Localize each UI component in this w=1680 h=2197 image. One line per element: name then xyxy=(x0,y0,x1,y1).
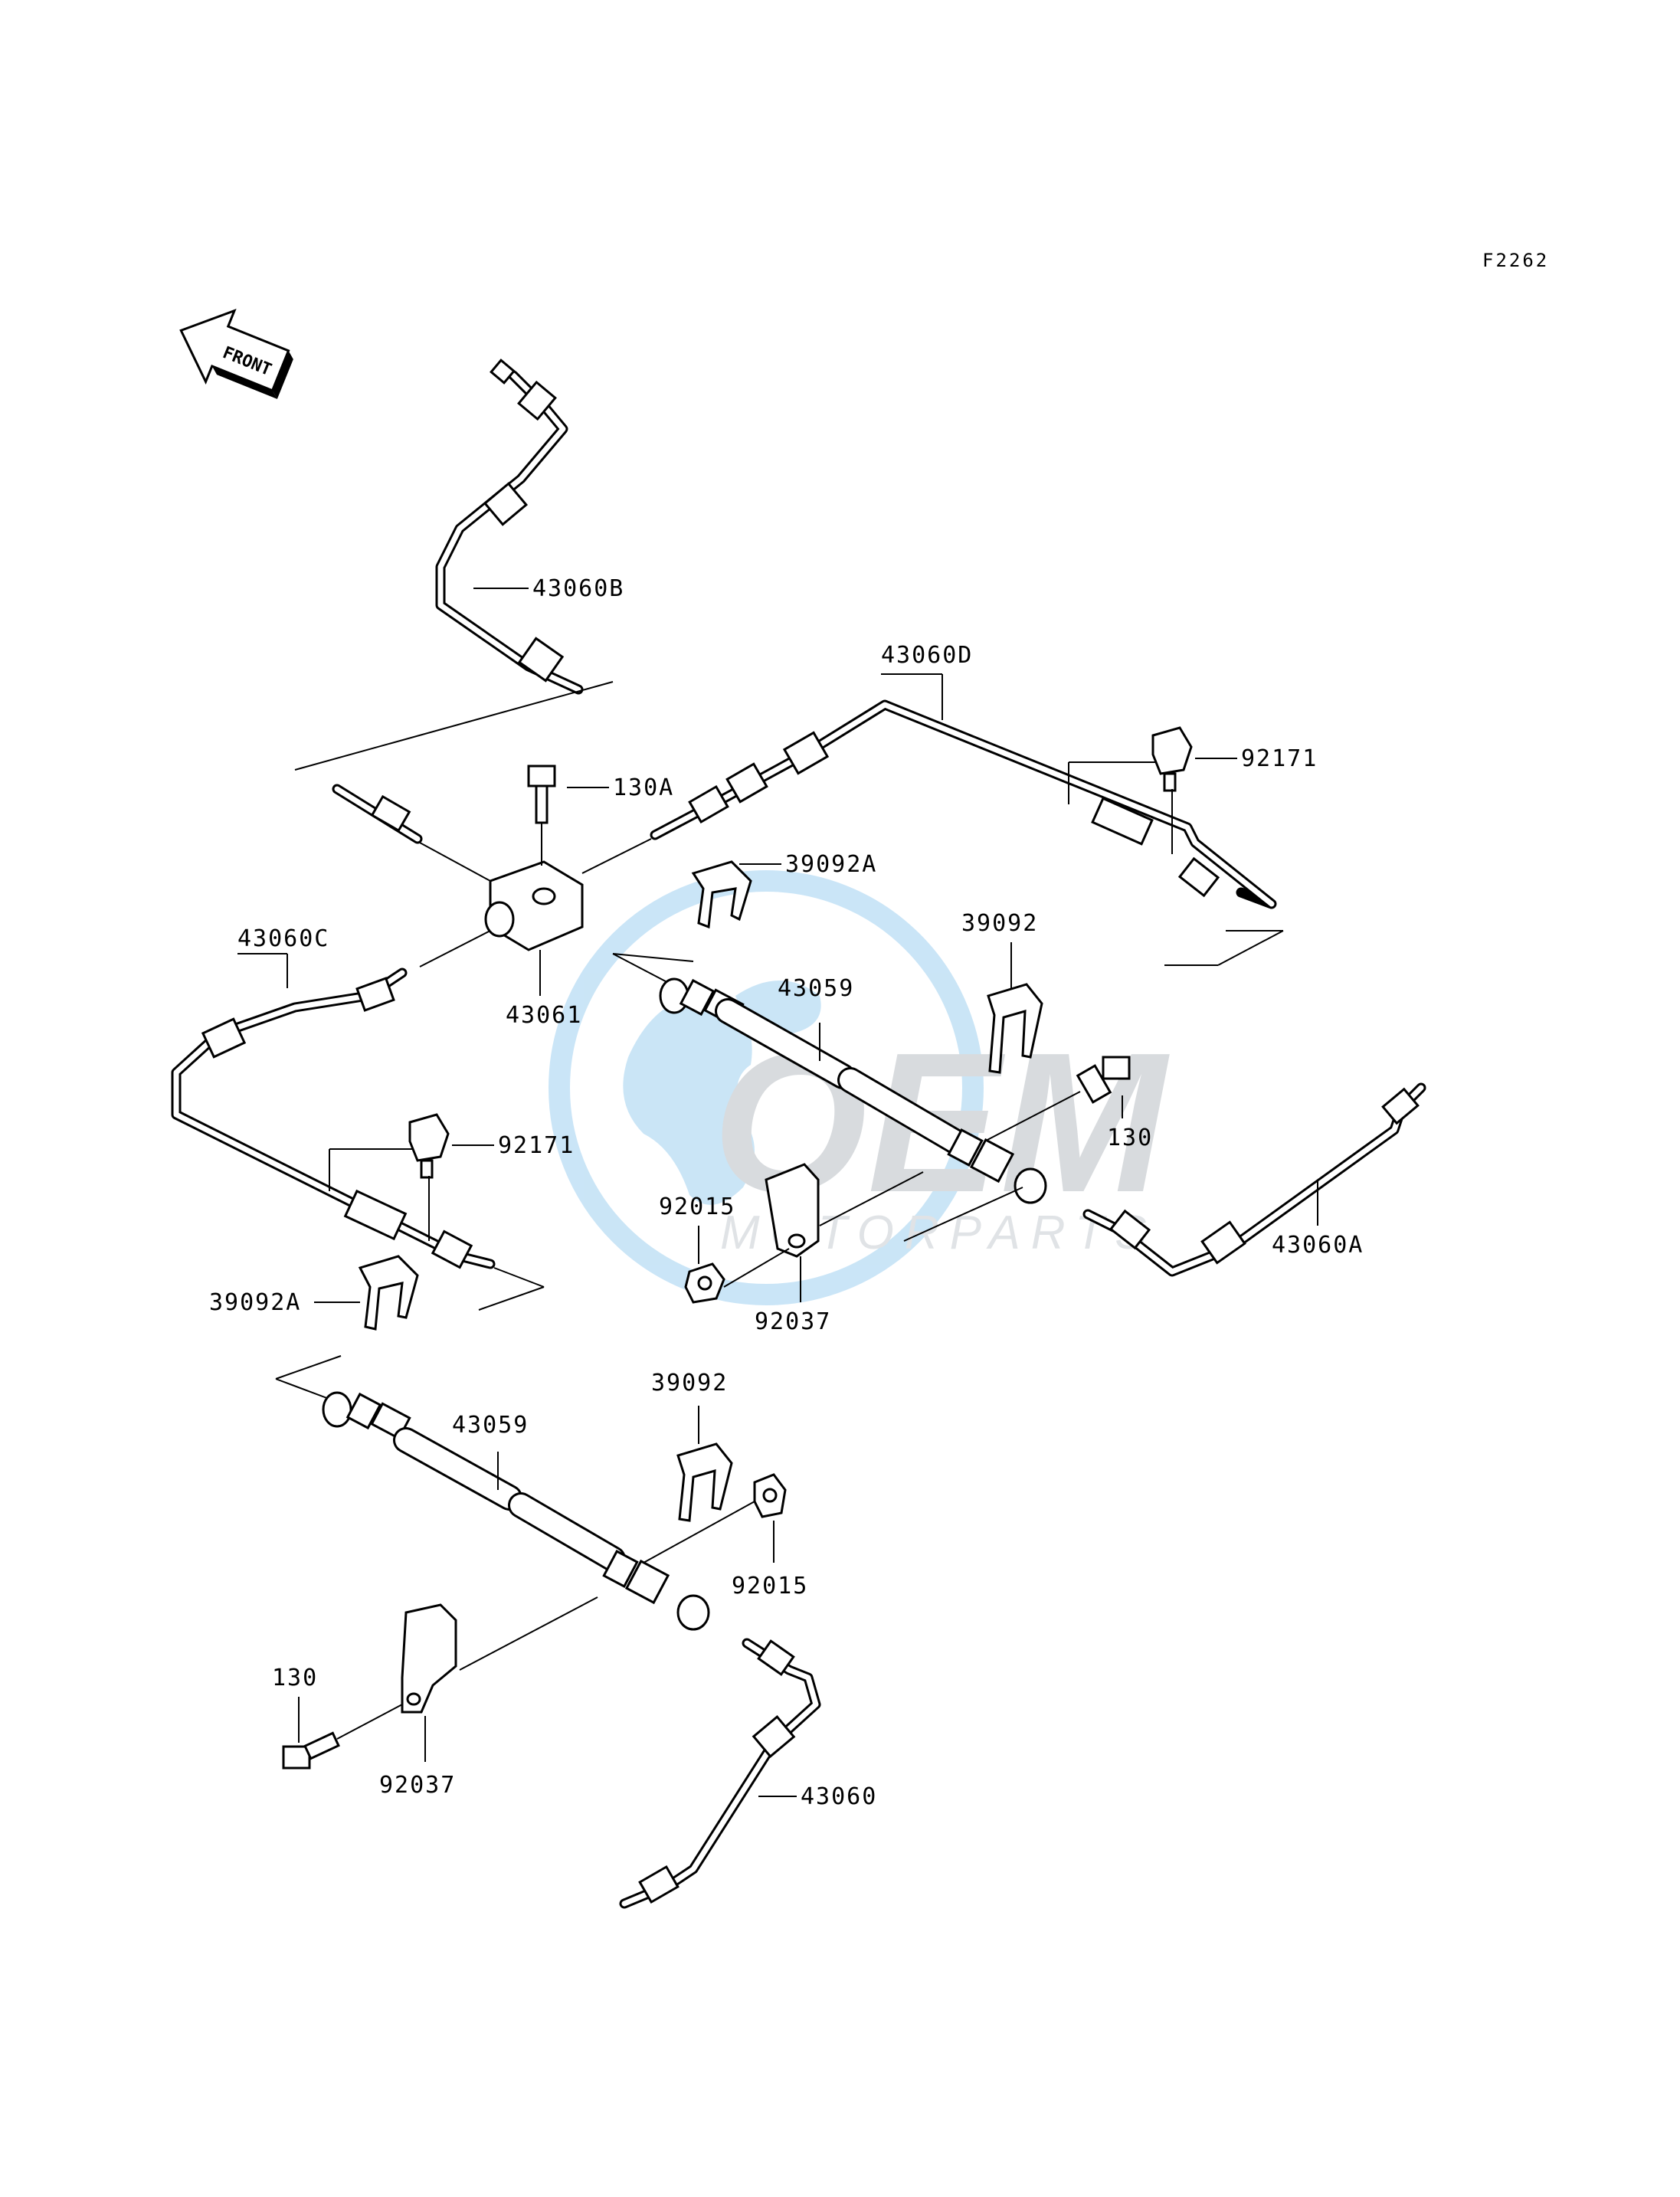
label-39092A-left: 39092A xyxy=(209,1289,301,1316)
brake-line-43060C xyxy=(171,968,496,1269)
label-39092-bot: 39092 xyxy=(651,1370,728,1396)
nut-92015-bot xyxy=(753,1473,787,1518)
clip-92171-top xyxy=(1151,726,1193,792)
label-39092A-top: 39092A xyxy=(785,851,877,878)
junction-block-43061 xyxy=(484,860,584,951)
clip-39092A-left xyxy=(358,1255,419,1331)
clip-39092A-top xyxy=(691,860,752,929)
label-39092-top: 39092 xyxy=(961,910,1038,937)
nut-92015-mid xyxy=(684,1262,725,1304)
bolt-130-right xyxy=(1076,1056,1131,1104)
brake-line-43060 xyxy=(619,1638,821,1909)
clip-39092-bot xyxy=(676,1442,733,1522)
clip-39092-top xyxy=(987,983,1043,1074)
bolt-130A xyxy=(527,765,556,824)
label-43061: 43061 xyxy=(506,1002,582,1029)
label-130-left: 130 xyxy=(272,1665,318,1691)
clip-92171-mid xyxy=(408,1113,450,1179)
label-43060A: 43060A xyxy=(1272,1232,1364,1259)
brake-line-43060D xyxy=(650,699,1277,909)
brake-line-43060A xyxy=(1082,1082,1426,1277)
label-92171-mid: 92171 xyxy=(498,1132,575,1159)
brake-hose-43059-top xyxy=(612,953,1047,1204)
bracket-92037-mid xyxy=(765,1163,820,1258)
label-43060B: 43060B xyxy=(532,575,624,602)
label-43060: 43060 xyxy=(801,1783,877,1810)
front-arrow-icon: FRONT xyxy=(179,309,293,399)
label-43060C: 43060C xyxy=(237,925,329,952)
label-130-right: 130 xyxy=(1107,1125,1153,1151)
label-92015-bot: 92015 xyxy=(732,1573,808,1599)
brake-hose-43059-bot xyxy=(322,1391,710,1631)
label-92037-mid: 92037 xyxy=(755,1308,831,1335)
label-92171-top: 92171 xyxy=(1241,745,1318,772)
label-43059-top: 43059 xyxy=(778,975,854,1002)
watermark-globe-continents xyxy=(623,981,821,1205)
figure-code: F2262 xyxy=(1482,250,1549,271)
watermark-globe-icon xyxy=(549,870,984,1305)
label-43059-bot: 43059 xyxy=(452,1412,529,1439)
label-43060D: 43060D xyxy=(881,642,973,669)
fitting-43060B-end xyxy=(332,784,423,844)
brake-line-43060B xyxy=(435,359,584,695)
bolt-130-left xyxy=(282,1731,340,1770)
label-92037-bot: 92037 xyxy=(379,1772,456,1799)
label-92015-mid: 92015 xyxy=(659,1193,735,1220)
bracket-92037-bot xyxy=(401,1603,457,1714)
label-130A: 130A xyxy=(613,774,674,801)
